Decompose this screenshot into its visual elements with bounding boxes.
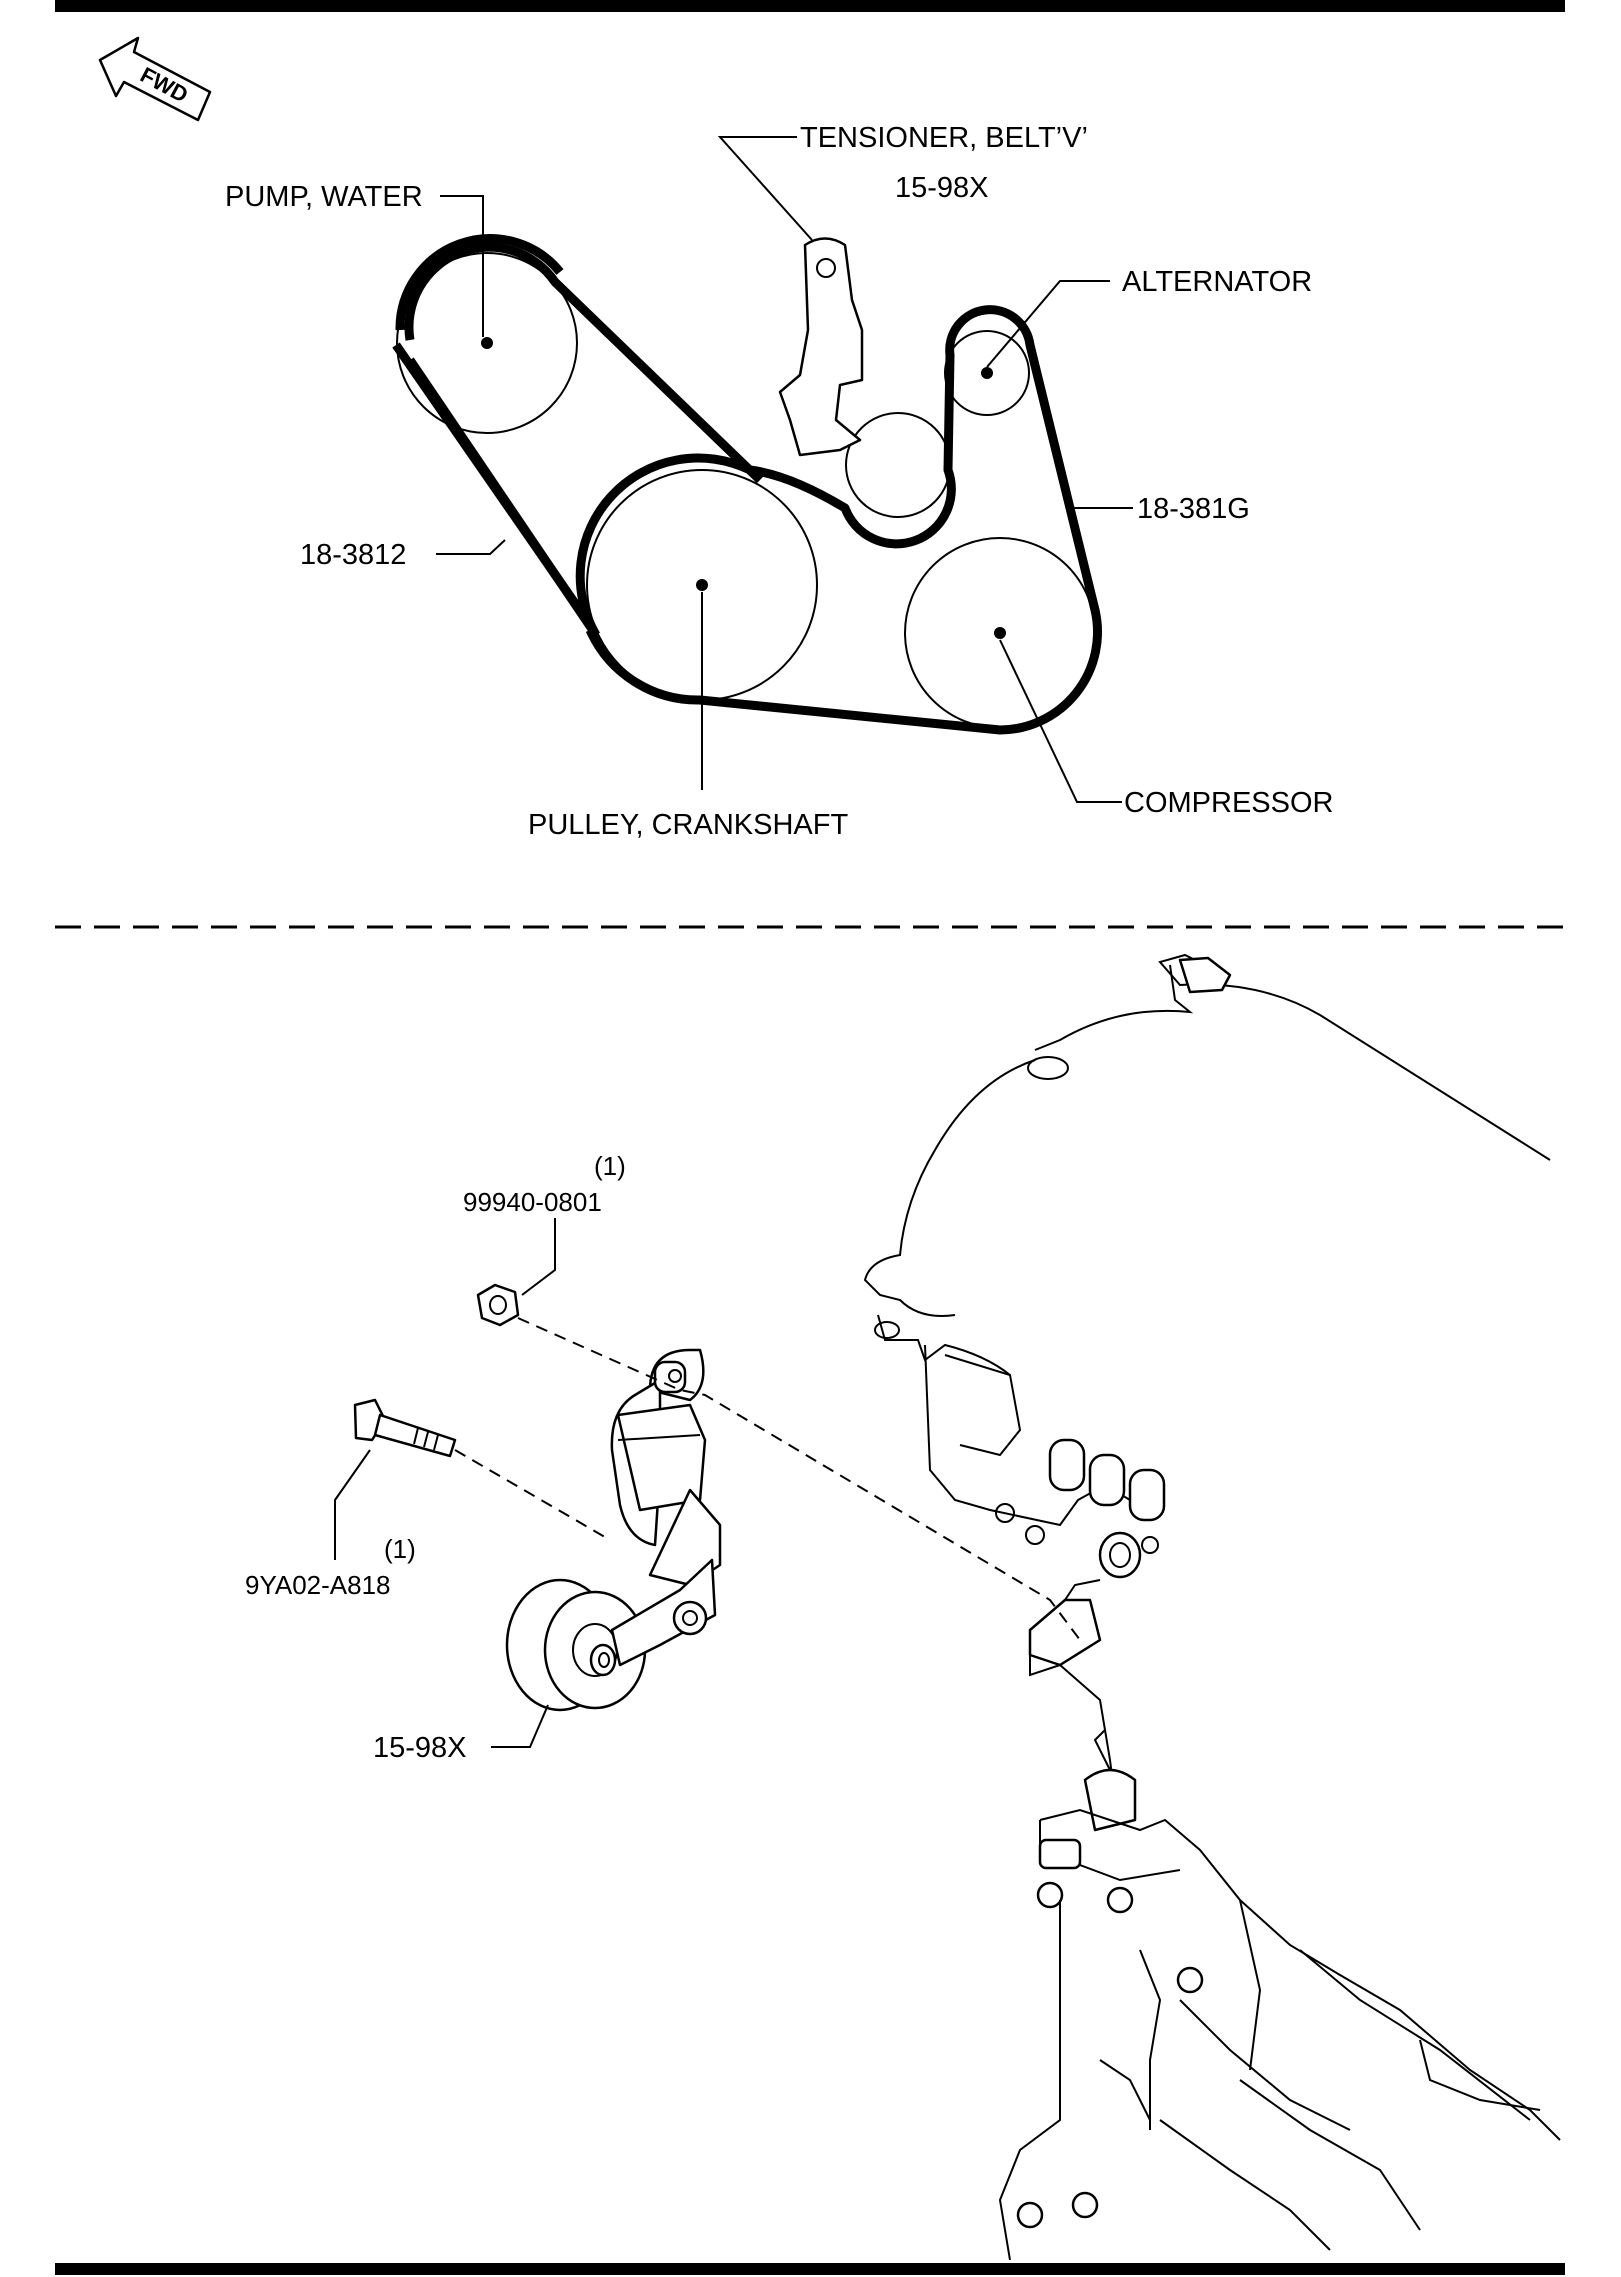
fwd-direction-marker: FWD (98, 36, 212, 122)
tensioner-label: TENSIONER, BELT’V’ (800, 122, 1088, 154)
belt-right (585, 305, 1102, 735)
belt-crank-wrap (575, 453, 752, 638)
assembly-line-bolt (454, 1449, 611, 1541)
alternator-center (981, 367, 993, 379)
leader-nut (521, 1218, 556, 1296)
tensioner-bracket-hole (816, 258, 836, 278)
nut-qty: (1) (594, 1151, 626, 1181)
compressor-label: COMPRESSOR (1124, 787, 1333, 819)
exploded-view: (1) 99940-0801 (1) 9YA02-A818 15-98X (245, 953, 1561, 2261)
belt-left-outer (395, 234, 564, 331)
leader-tensioner (717, 136, 813, 241)
bolt-9ya02-a818 (353, 1398, 457, 1458)
water-pump-label: PUMP, WATER (225, 181, 423, 213)
bolt-part-no: 9YA02-A818 (245, 1570, 391, 1600)
belt-crank-left (392, 342, 594, 628)
belt-right-part-no: 18-381G (1137, 493, 1250, 525)
crankshaft-pulley-label: PULLEY, CRANKSHAFT (528, 809, 848, 841)
crankshaft-center (696, 579, 708, 591)
nut-99940-0801 (476, 1283, 520, 1327)
water-pump-center (481, 337, 493, 349)
leader-alternator (986, 280, 1110, 368)
leader-water-pump (440, 195, 484, 337)
assembly-line-nut (517, 1317, 1081, 1641)
leader-tensioner-exploded (491, 1704, 549, 1748)
tensioner-assembly (505, 1348, 722, 1712)
top-border-bar (55, 0, 1565, 12)
belt-left-part-no: 18-3812 (300, 539, 406, 571)
belt-routing-diagram: TENSIONER, BELT’V’ 15-98X PUMP, WATER AL… (225, 122, 1333, 841)
bolt-qty: (1) (384, 1534, 416, 1564)
alternator-label: ALTERNATOR (1122, 266, 1312, 298)
engine-block (863, 953, 1561, 2261)
compressor-center (994, 627, 1006, 639)
forward-arrow-icon (98, 36, 212, 122)
bottom-border-bar (55, 2263, 1565, 2275)
tensioner-bracket (778, 237, 864, 457)
leader-belt-left (436, 539, 506, 555)
tensioner-part-no: 15-98X (895, 172, 989, 204)
tensioner-pulley (845, 412, 951, 518)
leader-compressor (999, 639, 1122, 803)
tensioner-exploded-part-no: 15-98X (373, 1732, 467, 1764)
leader-bolt (334, 1449, 371, 1560)
nut-part-no: 99940-0801 (463, 1187, 602, 1217)
